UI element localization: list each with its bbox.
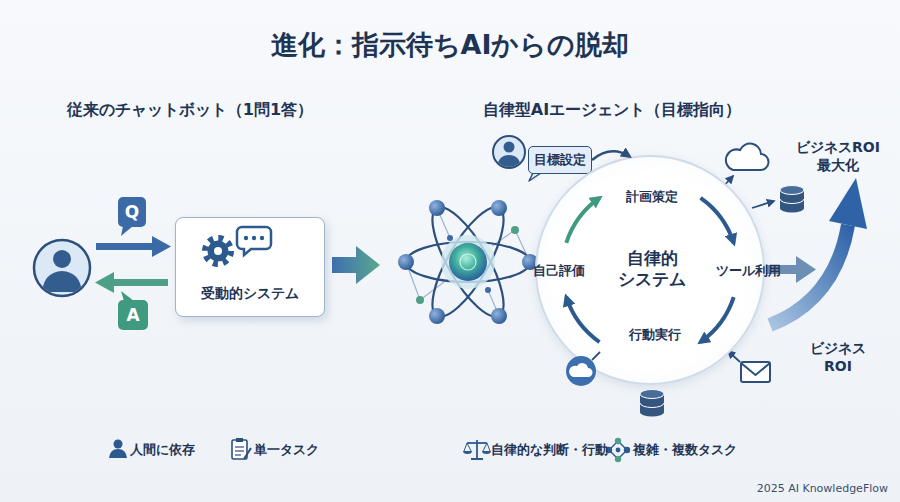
cycle-step: 行動実行 [629, 326, 681, 344]
node-text: A [126, 305, 139, 325]
tool-arrow [752, 201, 774, 208]
answer-bubble: A [118, 300, 148, 330]
network-icon [606, 438, 630, 462]
cycle-step: 自己評価 [533, 262, 585, 280]
database-icon [640, 390, 664, 417]
cycle-step: 計画策定 [626, 188, 678, 206]
roi-arrow [770, 178, 867, 325]
cycle-center-text: 自律的 システム [612, 248, 692, 291]
cycle-circle: 自律的 システム計画策定ツール利用行動実行自己評価 [535, 155, 765, 385]
database-icon [780, 186, 804, 213]
footer-credit: 2025 AI KnowledgeFlow [757, 482, 888, 495]
cloud-icon [726, 144, 769, 170]
feature-tag: 自律的な判断・行動 [491, 441, 608, 459]
node-text: Q [125, 202, 139, 222]
node-text: 受動的システム [201, 285, 299, 303]
feature-tag: 複雑・複数タスク [633, 441, 737, 459]
goal-bubble: 目標設定 [528, 146, 592, 174]
diagram-title: 進化：指示待ちAIからの脱却 [271, 27, 630, 63]
cycle-step: ツール利用 [716, 262, 781, 280]
feature-tag: 人間に依存 [130, 441, 195, 459]
roi-label: ビジネス ROI [803, 340, 873, 375]
person-icon [109, 440, 127, 459]
bubble-tail [529, 173, 541, 181]
roi-label: ビジネスROI 最大化 [788, 139, 888, 174]
bubble-tail [121, 226, 133, 236]
question-bubble: Q [118, 197, 146, 227]
node-text: 目標設定 [534, 151, 586, 169]
section-heading: 従来のチャットボット（1問1答） [67, 100, 313, 121]
section-heading: 自律型AIエージェント（目標指向） [483, 100, 741, 121]
answer-arrow [95, 272, 168, 293]
question-arrow [96, 236, 171, 257]
user-icon [493, 136, 525, 168]
transition-arrow [332, 246, 380, 284]
feature-tag: 単一タスク [254, 441, 319, 459]
scales-icon [463, 440, 491, 459]
user-icon [34, 240, 90, 296]
clipboard-icon [232, 438, 251, 459]
atom-illustration [398, 198, 538, 325]
mail-icon [741, 362, 770, 382]
process-box: 受動的システム [175, 217, 325, 317]
